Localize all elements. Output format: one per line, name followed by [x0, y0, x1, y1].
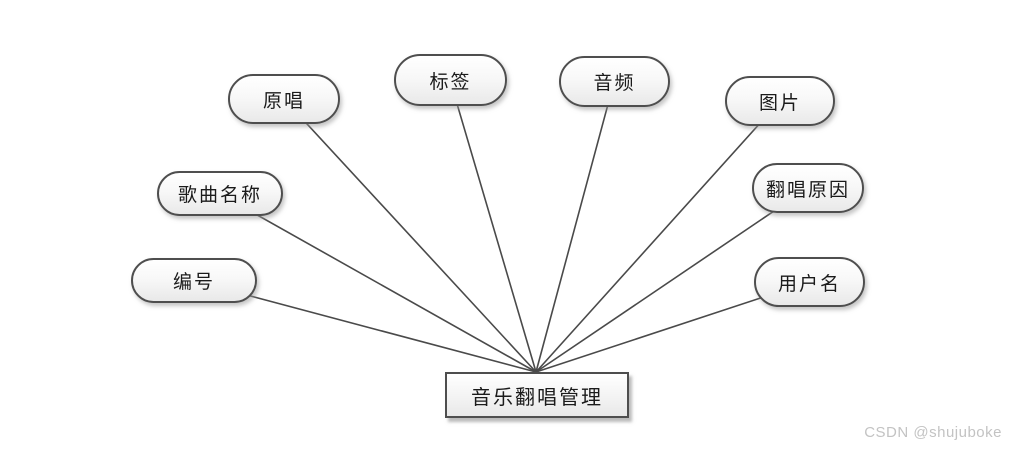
node-picture: 图片 — [725, 76, 835, 126]
node-audio: 音频 — [559, 56, 670, 107]
node-audio-label: 音频 — [593, 73, 636, 94]
node-serial-number: 编号 — [131, 258, 257, 303]
node-song-name-label: 歌曲名称 — [177, 185, 262, 206]
node-cover-reason: 翻唱原因 — [752, 163, 864, 213]
node-cover-reason-label: 翻唱原因 — [765, 179, 850, 201]
node-picture-label: 图片 — [758, 92, 801, 114]
node-username: 用户名 — [754, 257, 865, 307]
node-original-singer: 原唱 — [228, 74, 340, 124]
node-music-cover-management-label: 音乐翻唱管理 — [471, 386, 603, 409]
node-tag-label: 标签 — [429, 71, 472, 93]
node-music-cover-management: 音乐翻唱管理 — [445, 372, 629, 418]
csdn-watermark: CSDN @shujuboke — [864, 424, 1002, 441]
node-username-label: 用户名 — [777, 273, 841, 295]
node-original-singer-label: 原唱 — [262, 90, 305, 112]
node-song-name: 歌曲名称 — [157, 171, 283, 216]
node-tag: 标签 — [394, 54, 507, 106]
node-serial-number-label: 编号 — [172, 272, 215, 293]
